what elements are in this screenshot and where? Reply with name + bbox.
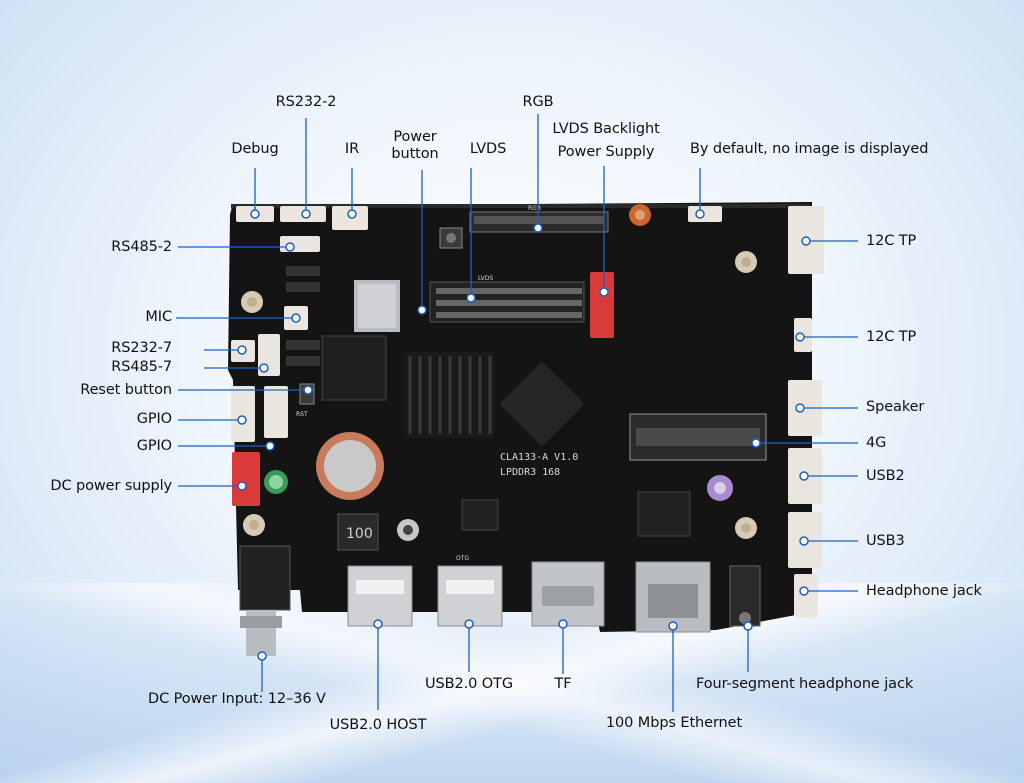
inductor [337,513,379,551]
label-four-segment-jack: Four-segment headphone jack [696,676,914,692]
emmc-chip [461,499,499,531]
headphone-connector [794,574,818,618]
usb-otg-port [437,565,503,627]
pcb-edge-highlight [231,204,811,208]
label-rgb: RGB [522,94,554,110]
label-usb3: USB3 [866,533,905,549]
label-i2c-tp-1: 12C TP [866,233,917,249]
ethernet-phy-chip [637,491,691,537]
label-lvds-backlight-line1: LVDS Backlight [552,121,660,137]
rs485-2-connector [280,236,320,252]
label-usb2: USB2 [866,468,905,484]
lvds-silk: LVDS [478,275,493,282]
label-mic: MIC [145,309,172,325]
label-usb20-otg: USB2.0 OTG [425,676,513,692]
label-gpio-1: GPIO [136,411,172,427]
soc-chip [499,361,585,447]
label-rs485-7: RS485-7 [111,359,172,375]
label-usb20-host: USB2.0 HOST [329,717,427,733]
label-gpio-2: GPIO [136,438,172,454]
board-memory-silk: LPDDR3 168 [500,467,560,478]
leader-lines [176,114,858,712]
memory-chip [321,335,387,401]
background-light-rays [0,583,1024,783]
label-reset-button: Reset button [80,382,172,398]
rst-silk: RST [296,411,308,418]
label-headphone-jack: Headphone jack [866,583,982,599]
label-dc-power-supply: DC power supply [50,478,172,494]
label-power-line2: button [391,146,439,162]
inductor-silk: 100 [346,526,373,542]
label-rs232-7: RS232-7 [111,340,172,356]
dc-power-red-connector [232,452,260,506]
leader-endpoints [237,209,811,661]
label-power-line1: Power [393,129,437,145]
label-i2c-tp-2: 12C TP [866,329,917,345]
label-no-image: By default, no image is displayed [690,141,929,157]
label-dc-power-input: DC Power Input: 12–36 V [148,691,326,707]
label-lvds: LVDS [469,141,507,157]
label-4g: 4G [866,435,887,451]
label-ethernet: 100 Mbps Ethernet [605,715,743,731]
gpio-connector-2 [264,386,288,438]
otg-silk: OTG [456,555,469,562]
rgb-silk: RGB [528,205,541,212]
label-rs232-2: RS232-2 [275,94,337,110]
label-debug: Debug [231,141,279,157]
gpio-connector-1 [231,386,255,442]
label-rs485-2: RS485-2 [111,239,172,255]
label-ir: IR [344,141,360,157]
label-speaker: Speaker [866,399,925,415]
board-model-silk: CLA133-A V1.0 [500,452,578,463]
label-lvds-backlight-line2: Power Supply [557,144,655,160]
dc-barrel-jack [239,545,291,611]
lvds-backlight-red-connector [590,272,614,338]
usb-host-port [347,565,413,627]
usb1-connector [688,206,722,222]
label-tf: TF [554,676,572,692]
